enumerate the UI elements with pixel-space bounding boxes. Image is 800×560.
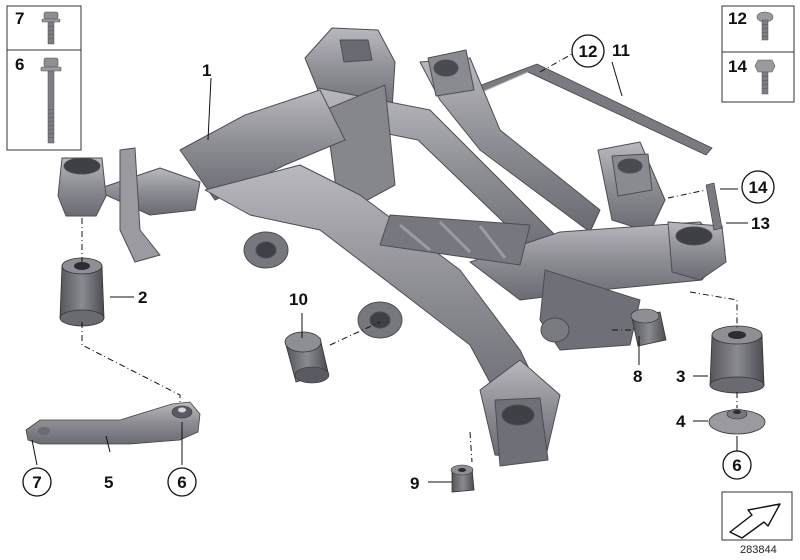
- bolt-icon: [41, 11, 61, 45]
- bolt-icon: [756, 11, 774, 41]
- direction-arrow-icon: [721, 491, 793, 541]
- inset-box-left: 7 6: [6, 5, 82, 151]
- callout-3: 3: [676, 367, 685, 386]
- svg-text:12: 12: [579, 42, 598, 61]
- inset-label-7: 7: [15, 9, 24, 28]
- svg-text:6: 6: [177, 473, 186, 492]
- callout-6-left: 6: [167, 467, 197, 497]
- callout-13: 13: [751, 214, 770, 233]
- callout-14: 14: [741, 170, 775, 204]
- callout-1: 1: [202, 61, 211, 80]
- svg-text:6: 6: [732, 456, 741, 475]
- nut-icon: [754, 59, 776, 95]
- callout-4: 4: [676, 412, 686, 431]
- inset-label-12: 12: [728, 9, 747, 28]
- rubber-bushing-8: [630, 308, 667, 347]
- svg-text:7: 7: [32, 473, 41, 492]
- bolt-icon: [40, 57, 62, 144]
- callout-6-right: 6: [722, 450, 752, 480]
- callout-9: 9: [410, 474, 419, 493]
- callout-10: 10: [289, 290, 308, 309]
- leader-lines: [31, 50, 748, 483]
- callout-7: 7: [22, 467, 52, 497]
- inset-label-6: 6: [15, 55, 24, 74]
- rear-axle-subframe: [57, 27, 727, 467]
- callout-2: 2: [138, 288, 147, 307]
- bracket-14: [705, 182, 723, 231]
- rubber-mount-bushing: [59, 257, 105, 327]
- svg-text:14: 14: [749, 178, 768, 197]
- assembly-dash-lines: [81, 53, 738, 463]
- callout-12: 12: [571, 34, 605, 68]
- callout-8: 8: [633, 367, 642, 386]
- rubber-mount-3: [709, 325, 765, 394]
- inset-label-14: 14: [728, 57, 747, 76]
- support-link: [25, 401, 201, 445]
- inset-box-right: 12 14: [721, 5, 795, 103]
- callout-11: 11: [612, 41, 630, 60]
- callout-5: 5: [104, 473, 113, 492]
- rubber-bushing-10: [284, 331, 330, 384]
- reference-number: 283844: [740, 544, 777, 556]
- washer-4: [708, 408, 766, 435]
- rubber-bushing-9: [450, 464, 475, 493]
